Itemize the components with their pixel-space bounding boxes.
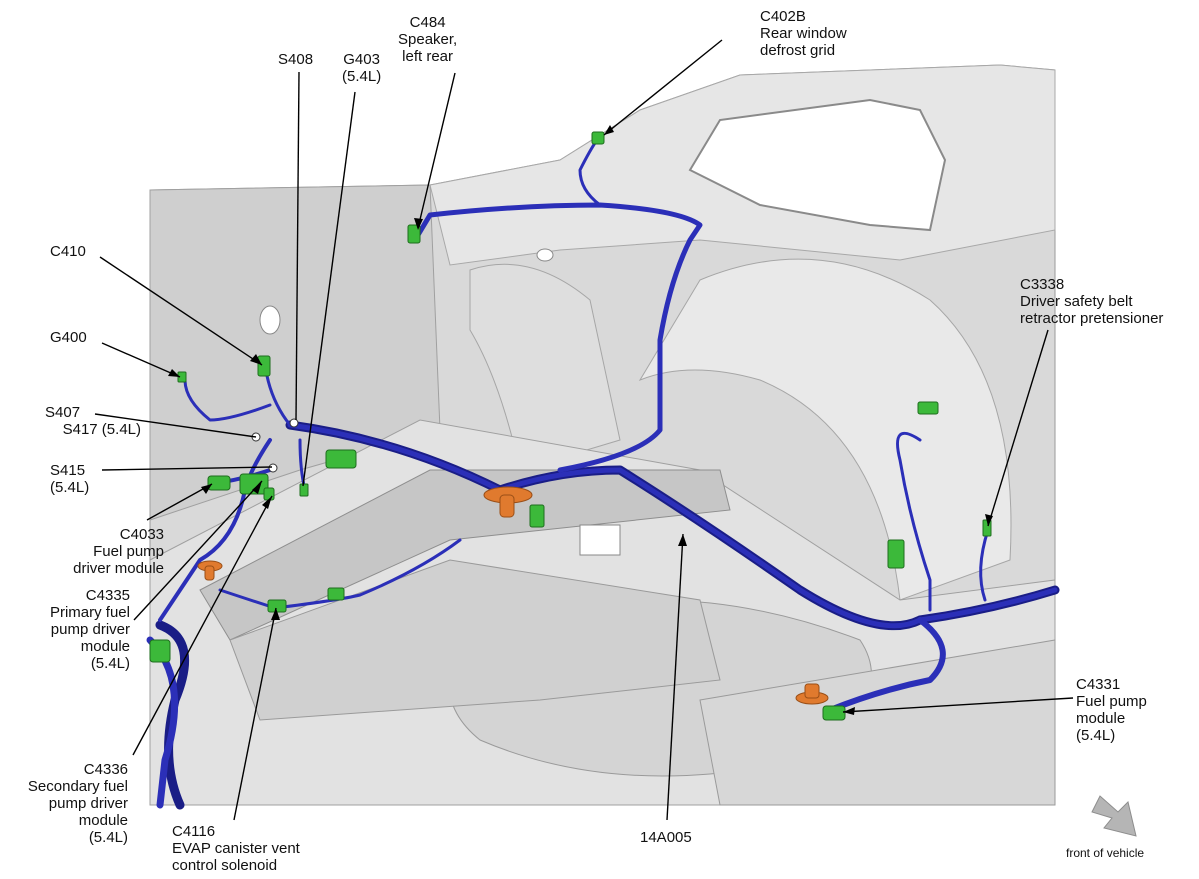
label-c402b: C402B Rear window defrost grid	[760, 8, 847, 59]
connector-wheelwell	[887, 539, 905, 569]
grommet-left-stem	[204, 565, 215, 581]
connector-c484	[407, 224, 421, 244]
grommets	[197, 486, 829, 705]
grommet-right-stem	[804, 683, 820, 699]
label-g403: G403 (5.4L)	[342, 51, 382, 85]
connector-left-low	[149, 639, 171, 663]
label-c4033: C4033 Fuel pump driver module	[73, 526, 164, 577]
label-s407-s417: S407 S417 (5.4L)	[45, 404, 141, 438]
connector-g400	[177, 371, 187, 383]
connector-c4336	[263, 487, 275, 501]
label-front-of-vehicle: front of vehicle	[1066, 846, 1145, 860]
label-s415: S415 (5.4L)	[50, 462, 90, 496]
label-c4331: C4331 Fuel pump module (5.4L)	[1076, 676, 1147, 744]
connector-g403	[299, 483, 309, 497]
connector-center	[529, 504, 545, 528]
label-c410: C410	[50, 243, 86, 260]
label-s408: S408	[278, 51, 314, 68]
label-c4335: C4335 Primary fuel pump driver module (5…	[49, 587, 130, 672]
label-c4336: C4336 Secondary fuel pump driver module …	[27, 761, 128, 846]
connector-c4116	[267, 599, 287, 613]
connector-c402b	[591, 131, 605, 145]
connector-c4335	[239, 473, 269, 495]
label-c4116: C4116 EVAP canister vent control solenoi…	[172, 823, 300, 874]
grommet-center-stem	[499, 494, 515, 518]
leader-lines	[94, 39, 1074, 821]
splice-s408	[289, 418, 299, 428]
label-g400: G400	[50, 329, 87, 346]
label-c484: C484 Speaker, left rear	[398, 14, 458, 65]
connector-large	[325, 449, 357, 469]
connector-floor	[327, 587, 345, 601]
connector-c4033	[207, 475, 231, 491]
arrow-icon	[1091, 795, 1137, 837]
connectors	[149, 131, 992, 721]
leader-arrowheads	[168, 125, 993, 715]
splice-s415	[268, 463, 278, 473]
connector-upper-right	[917, 401, 939, 415]
connector-c4331	[822, 705, 846, 721]
label-14a005: 14A005	[640, 829, 692, 846]
vehicle-body	[149, 64, 1056, 806]
connector-c410	[257, 355, 271, 377]
wiring-harness	[146, 138, 1060, 810]
label-c3338: C3338 Driver safety belt retractor prete…	[1020, 276, 1164, 327]
